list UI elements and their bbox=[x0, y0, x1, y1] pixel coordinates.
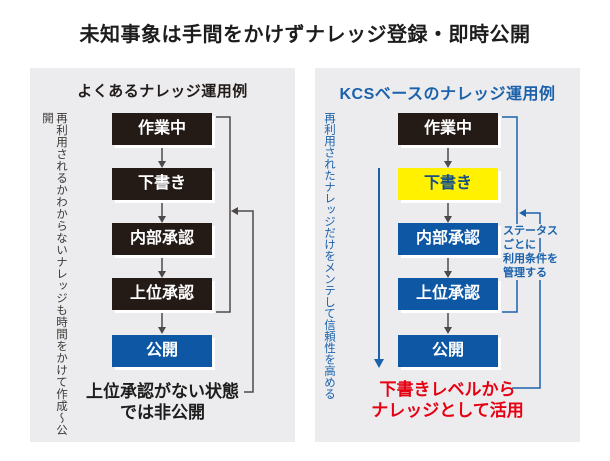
left-footnote-line2: では非公開 bbox=[120, 403, 205, 422]
left-footnote-line1: 上位承認がない状態 bbox=[86, 382, 239, 401]
page-title: 未知事象は手間をかけずナレッジ登録・即時公開 bbox=[79, 24, 531, 46]
left-side-note: 再利用されるかわからないナレッジも時間をかけて作成〜公開 bbox=[41, 112, 67, 436]
step-box-upper-approval: 上位承認 bbox=[398, 278, 498, 310]
right-footnote-line1: 下書きレベルから bbox=[379, 380, 516, 399]
right-side-note: 再利用されたナレッジだけをメンテして信頼性を高める bbox=[323, 112, 335, 400]
panel-kcs-workflow: KCSベースのナレッジ運用例 再利用されたナレッジだけをメンテして信頼性を高める… bbox=[315, 68, 580, 442]
callout-line4: 管理する bbox=[503, 266, 548, 280]
left-arrowhead-icon bbox=[231, 207, 238, 215]
step-box-upper-approval: 上位承認 bbox=[112, 278, 212, 310]
left-panel-heading: よくあるナレッジ運用例 bbox=[77, 83, 248, 100]
status-management-callout: ステータス ごとに 利用条件を 管理する bbox=[503, 224, 559, 280]
step-box-internal-approval: 内部承認 bbox=[112, 223, 212, 255]
reuse-down-arrow-icon bbox=[374, 168, 384, 368]
right-footnote-line2: ナレッジとして活用 bbox=[371, 401, 524, 420]
right-footnote: 下書きレベルから ナレッジとして活用 bbox=[315, 379, 580, 421]
step-box-draft: 下書き bbox=[398, 168, 498, 200]
step-box-internal-approval: 内部承認 bbox=[398, 223, 498, 255]
right-panel-heading: KCSベースのナレッジ運用例 bbox=[339, 86, 556, 103]
step-box-publish: 公開 bbox=[398, 335, 498, 367]
callout-line2: ごとに bbox=[503, 238, 537, 252]
right-arrowhead-icon bbox=[519, 209, 526, 217]
footnote-leader-line bbox=[238, 210, 254, 393]
step-box-in-progress: 作業中 bbox=[112, 113, 212, 145]
left-footnote: 上位承認がない状態 では非公開 bbox=[30, 381, 295, 423]
panel-common-workflow: よくあるナレッジ運用例 再利用されるかわからないナレッジも時間をかけて作成〜公開… bbox=[30, 68, 295, 442]
callout-line3: 利用条件を bbox=[503, 252, 559, 266]
callout-line1: ステータス bbox=[503, 224, 559, 238]
state-bracket bbox=[216, 116, 231, 313]
step-box-publish: 公開 bbox=[112, 335, 212, 367]
step-box-draft: 下書き bbox=[112, 168, 212, 200]
status-bracket bbox=[502, 116, 518, 313]
step-box-in-progress: 作業中 bbox=[398, 113, 498, 145]
